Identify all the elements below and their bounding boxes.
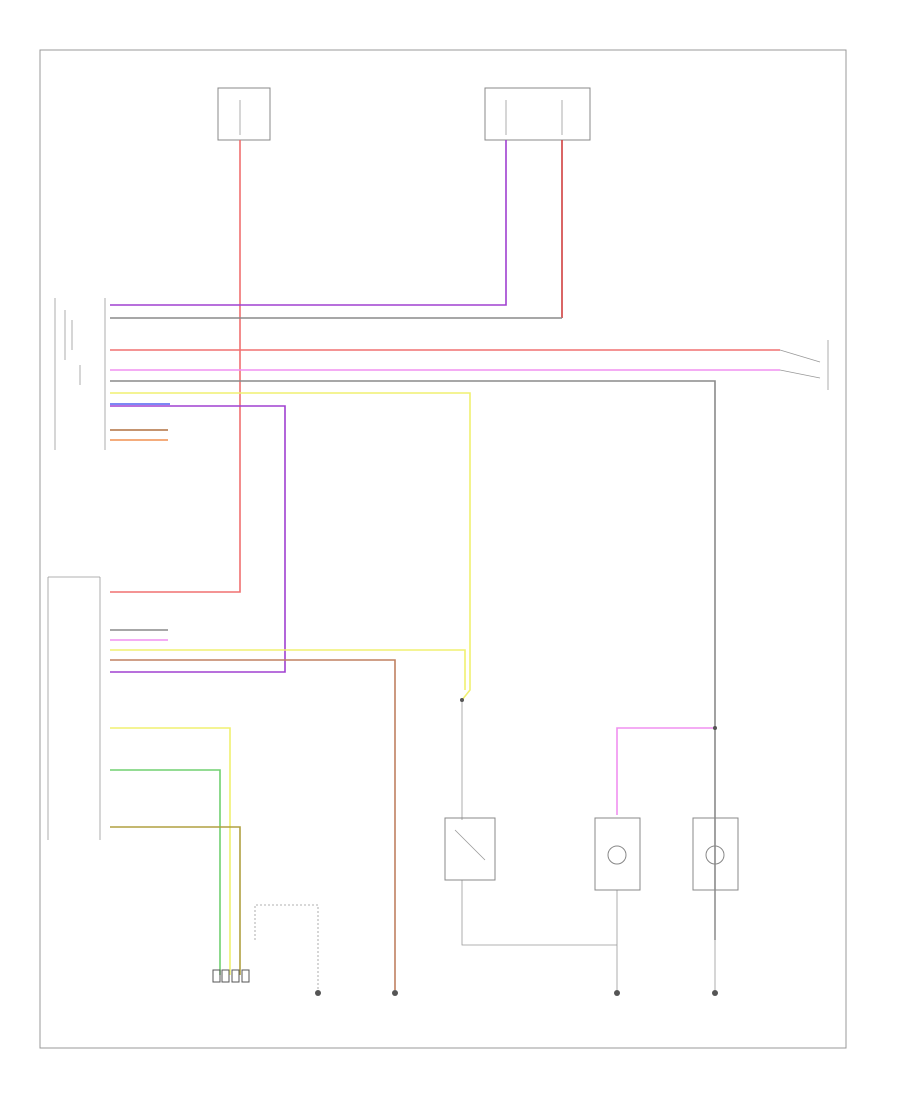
bulb-icon — [705, 845, 725, 865]
wire-gray-right — [110, 380, 716, 940]
wire-brown-ground — [110, 659, 396, 990]
wire-violet-top — [110, 140, 507, 306]
wire-green-socket — [110, 769, 221, 975]
wire-relay-ground — [461, 880, 617, 946]
wire-pink-branch — [616, 727, 715, 815]
trailer-module — [47, 576, 101, 840]
splice-icon — [460, 698, 464, 702]
ground-icon — [614, 990, 620, 996]
relay-box — [444, 817, 496, 881]
wire-violet-mid — [110, 405, 286, 673]
wire-red-main — [110, 140, 241, 593]
ground-icon — [315, 990, 321, 996]
bulb-icon — [607, 845, 627, 865]
ground-icon — [712, 990, 718, 996]
dashed-module-ref — [254, 904, 319, 990]
diagram-frame — [39, 49, 847, 1049]
fuse-block-right — [484, 87, 591, 141]
right-light — [692, 817, 739, 891]
connector-icon — [212, 969, 250, 983]
central-module — [54, 298, 106, 450]
wire-yellow-long — [110, 392, 471, 701]
splice-icon — [713, 726, 717, 730]
wire-yellow-trailer — [110, 649, 466, 690]
switch-icon — [779, 340, 829, 390]
fuse-block-left — [217, 87, 271, 141]
wire-brown-socket — [110, 826, 241, 975]
wire-yellow-socket — [110, 727, 231, 975]
ground-icon — [392, 990, 398, 996]
left-light — [594, 817, 641, 891]
